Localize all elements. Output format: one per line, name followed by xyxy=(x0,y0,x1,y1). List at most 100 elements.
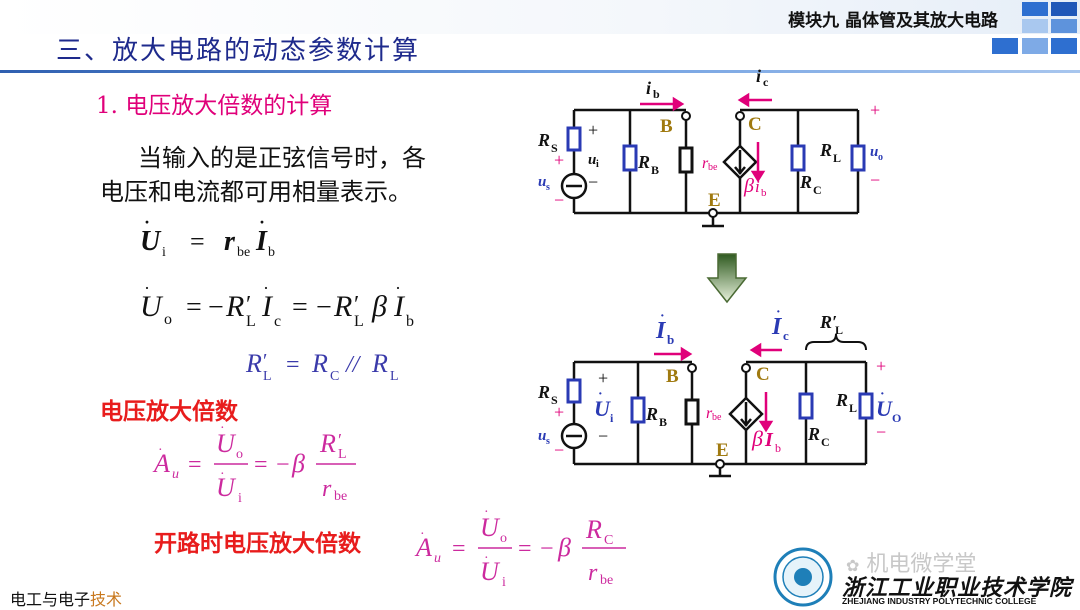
intro-text-line-2: 电压和电流都可用相量表示。 xyxy=(100,178,412,206)
svg-text:i: i xyxy=(162,245,166,260)
svg-text:B: B xyxy=(666,366,679,387)
module-title: 模块九 晶体管及其放大电路 xyxy=(788,11,998,31)
svg-text:b: b xyxy=(653,87,660,101)
svg-text:′: ′ xyxy=(246,292,251,318)
college-name-cn: 浙江工业职业技术学院 xyxy=(842,575,1073,601)
section-title: 三、放大电路的动态参数计算 xyxy=(56,36,421,66)
resistor-rb xyxy=(622,144,638,172)
svg-text:L: L xyxy=(833,151,841,165)
svg-text:S: S xyxy=(551,141,558,155)
svg-text:=: = xyxy=(188,452,202,478)
dependent-current-source-icon xyxy=(722,144,758,180)
svg-text:I: I xyxy=(255,226,268,257)
svg-text:R: R xyxy=(371,349,388,378)
svg-text:β: β xyxy=(291,449,305,478)
svg-text:u: u xyxy=(172,467,179,482)
svg-text:=: = xyxy=(452,536,466,562)
svg-text:=: = xyxy=(186,292,202,323)
svg-text:−: − xyxy=(316,292,332,323)
svg-text:be: be xyxy=(600,573,613,588)
svg-text:·: · xyxy=(395,278,401,298)
svg-text:be: be xyxy=(237,245,250,260)
svg-text:R′: R′ xyxy=(819,312,837,332)
svg-text:R: R xyxy=(807,424,820,444)
svg-text:C: C xyxy=(604,533,613,548)
svg-text:·: · xyxy=(144,278,150,298)
svg-text:β: β xyxy=(743,175,754,197)
svg-text:+: + xyxy=(876,356,886,376)
svg-text:L: L xyxy=(390,369,399,384)
svg-text:·: · xyxy=(144,212,150,232)
small-signal-circuit: i b i c R S R B R C R L u i u s u o r be… xyxy=(537,66,883,228)
svg-text:A: A xyxy=(414,533,432,562)
dependent-current-source-2-icon xyxy=(728,396,764,432)
svg-text:L: L xyxy=(849,401,857,415)
svg-text:R: R xyxy=(645,404,658,424)
svg-text:U: U xyxy=(140,226,162,257)
intro-text-line-1: 当输入的是正弦信号时，各 xyxy=(138,144,426,172)
svg-text:=: = xyxy=(518,536,532,562)
resistor-rl xyxy=(850,144,866,172)
svg-text:−: − xyxy=(598,426,608,446)
svg-text:be: be xyxy=(334,489,347,504)
voltage-source-icon xyxy=(560,172,588,200)
svg-text:′: ′ xyxy=(338,430,342,450)
svg-text:R: R xyxy=(311,349,328,378)
svg-text:B: B xyxy=(651,163,659,177)
svg-text:=: = xyxy=(254,452,268,478)
svg-text:−: − xyxy=(208,292,224,323)
svg-text:·: · xyxy=(484,508,489,520)
svg-text:b: b xyxy=(268,245,275,260)
svg-text:b: b xyxy=(406,313,414,330)
svg-text:·: · xyxy=(420,527,425,542)
svg-text:C: C xyxy=(748,114,762,135)
svg-text:R: R xyxy=(537,130,550,150)
node-c xyxy=(735,111,745,121)
svg-text:r: r xyxy=(588,560,598,586)
svg-text:R: R xyxy=(333,290,352,323)
svg-text:·: · xyxy=(776,306,781,320)
svg-text:′: ′ xyxy=(263,350,267,372)
equations-block: · U i = r be · I b · U o = − R ′ L · I c… xyxy=(140,212,414,384)
svg-text:=: = xyxy=(286,352,300,378)
svg-text:U: U xyxy=(480,513,501,542)
svg-text:β: β xyxy=(557,533,571,562)
svg-text:R: R xyxy=(319,429,336,458)
svg-text:I: I xyxy=(655,318,667,344)
svg-text:o: o xyxy=(878,152,883,163)
resistor-rc xyxy=(790,144,806,172)
node-e xyxy=(708,208,718,218)
svg-text:R: R xyxy=(245,349,262,378)
svg-text:I: I xyxy=(771,314,783,340)
svg-text:i: i xyxy=(502,575,506,590)
svg-text:I: I xyxy=(393,290,406,323)
svg-text:·: · xyxy=(220,467,225,482)
svg-text:I: I xyxy=(764,429,774,451)
svg-text:b: b xyxy=(667,332,674,347)
open-circuit-gain-equation: · A u = · U o · U i = − β R C r be xyxy=(414,508,626,590)
svg-text:u: u xyxy=(434,551,441,566)
svg-text:L: L xyxy=(354,313,364,330)
svg-text:b: b xyxy=(775,441,781,455)
svg-text:β: β xyxy=(371,290,387,323)
svg-text:B: B xyxy=(660,116,673,137)
svg-text:C: C xyxy=(756,364,770,385)
svg-text:U: U xyxy=(480,557,501,586)
svg-text:i: i xyxy=(756,66,761,86)
voltage-source-2-icon xyxy=(560,422,588,450)
svg-text://: // xyxy=(344,352,362,378)
down-arrow-icon xyxy=(706,253,748,304)
svg-text:−: − xyxy=(588,172,598,192)
svg-text:L: L xyxy=(338,447,347,462)
svg-text:+: + xyxy=(870,100,880,120)
open-circuit-gain-label: 开路时电压放大倍数 xyxy=(154,530,361,557)
svg-text:−: − xyxy=(554,190,564,210)
svg-text:r: r xyxy=(706,405,713,422)
svg-text:B: B xyxy=(659,415,667,429)
resistor-rl-2 xyxy=(858,392,874,420)
svg-text:i: i xyxy=(755,177,760,196)
svg-text:S: S xyxy=(551,393,558,407)
svg-text:c: c xyxy=(274,313,281,330)
resistor-rs-2 xyxy=(566,378,582,404)
svg-text:R: R xyxy=(585,515,602,544)
